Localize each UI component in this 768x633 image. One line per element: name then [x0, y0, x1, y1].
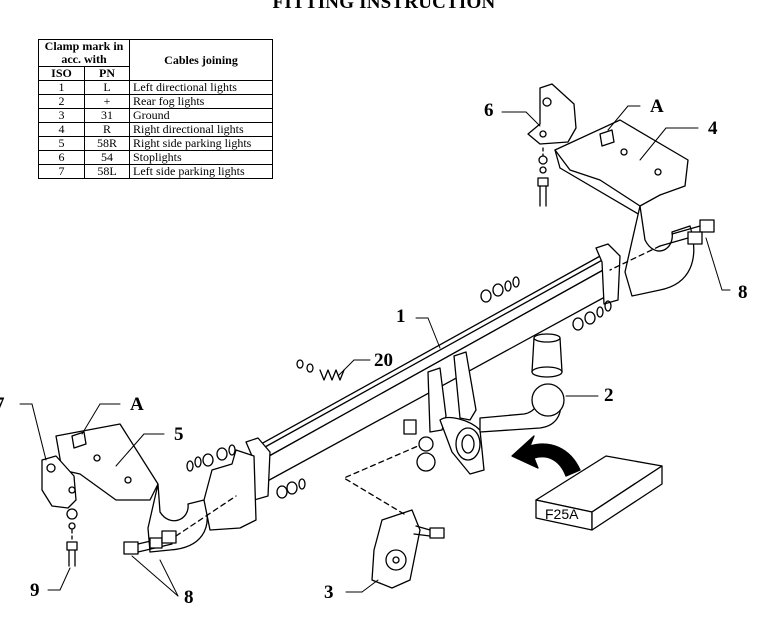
callout-part-20: 20 — [374, 350, 393, 371]
callout-part-4: 4 — [708, 118, 718, 139]
spring-20 — [296, 359, 345, 381]
header-clamp-mark: Clamp mark in acc. with — [38, 39, 130, 67]
curved-arrow — [511, 435, 581, 477]
header-pn: PN — [84, 66, 130, 81]
callout-part-8-left: 8 — [184, 587, 194, 608]
callout-part-5: 5 — [174, 424, 184, 445]
ball-module-box — [535, 455, 663, 531]
angle-bracket-7 — [41, 455, 78, 567]
callout-detail-a-left: A — [130, 394, 144, 415]
ball-module-label: F25A — [545, 506, 579, 522]
page-title: FITTING INSTRUCTION — [272, 0, 496, 13]
callout-part-8-right: 8 — [738, 282, 748, 303]
socket-plate — [343, 445, 445, 589]
clamp-mark-table: Clamp mark in acc. with Cables joining I… — [37, 39, 273, 179]
table-row: 2+Rear fog lights — [37, 94, 273, 109]
nuts-washers — [186, 276, 612, 499]
callout-part-3: 3 — [324, 582, 334, 603]
angle-bracket-6 — [527, 83, 577, 207]
tow-ball-assembly — [403, 333, 565, 475]
callout-part-9: 9 — [30, 580, 40, 601]
callout-part-7: 7 — [0, 394, 5, 416]
leader-lines — [19, 105, 731, 597]
callout-part-6: 6 — [484, 100, 494, 121]
callout-detail-a-right: A — [650, 96, 664, 117]
left-bracket — [55, 423, 257, 553]
bolts-left — [123, 495, 237, 555]
callout-part-2: 2 — [604, 385, 614, 406]
callout-part-1: 1 — [396, 306, 406, 327]
bolts-right — [609, 219, 715, 271]
